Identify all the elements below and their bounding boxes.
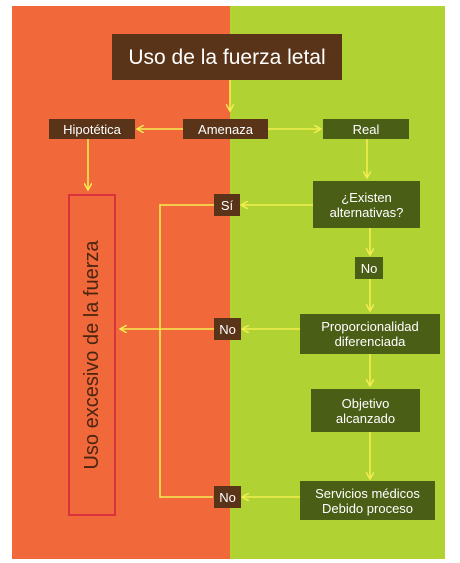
real-box: Real: [323, 119, 409, 139]
no-services-box: No: [214, 486, 241, 508]
title-box: Uso de la fuerza letal: [112, 34, 342, 80]
threat-box: Amenaza: [183, 119, 268, 139]
outcome-frame: [68, 194, 116, 516]
alternatives-box: ¿Existen alternativas?: [313, 181, 420, 228]
yes-box: Sí: [214, 194, 240, 216]
no-alternatives-box: No: [355, 257, 383, 279]
right-panel: [230, 6, 445, 559]
left-panel: [12, 6, 230, 559]
services-box: Servicios médicos Debido proceso: [300, 481, 435, 520]
proportionality-box: Proporcionalidad diferenciada: [300, 314, 440, 354]
hypothetical-box: Hipotética: [49, 119, 135, 139]
line-yes-left: [159, 204, 214, 498]
outcome-label: Uso excesivo de la fuerza: [80, 240, 103, 470]
objective-box: Objetivo alcanzado: [311, 389, 420, 432]
no-proportionality-box: No: [214, 318, 241, 340]
